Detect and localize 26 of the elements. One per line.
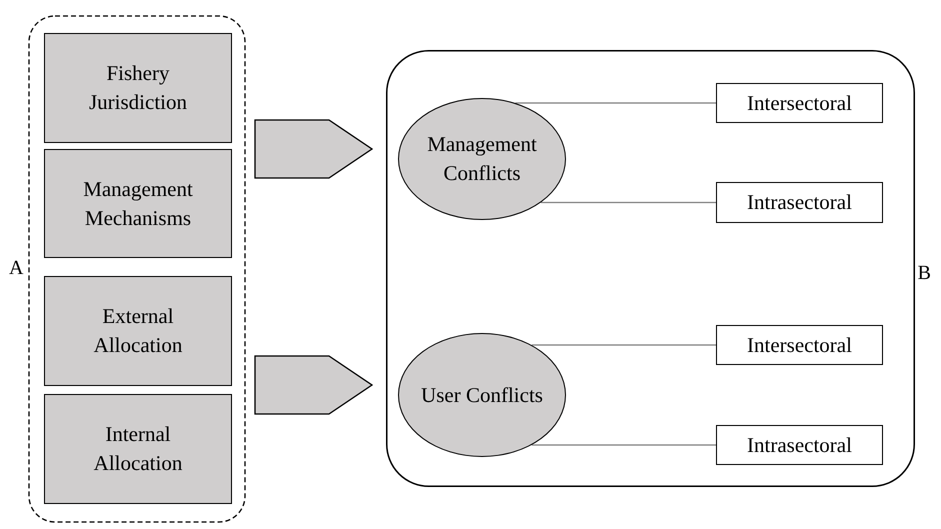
process-box <box>44 149 232 258</box>
category-box <box>716 425 883 465</box>
node-label: External Allocation <box>92 303 184 359</box>
category-box <box>716 182 883 223</box>
category-box <box>716 325 883 365</box>
connector-line <box>532 344 716 346</box>
node-label: Intersectoral <box>747 332 852 358</box>
node-label: Management Mechanisms <box>82 176 194 232</box>
node-label: Intrasectoral <box>747 432 852 458</box>
category-box <box>716 83 883 123</box>
connector-line <box>532 444 716 446</box>
group-label: A <box>9 258 24 278</box>
node-label: Intrasectoral <box>747 189 852 216</box>
connector-line <box>515 102 716 104</box>
process-box <box>44 33 232 143</box>
block-arrow <box>254 119 374 179</box>
node-label: Internal Allocation <box>92 421 184 477</box>
node-label: User Conflicts <box>421 382 543 408</box>
block-arrow <box>254 355 374 415</box>
connector-line <box>540 202 716 204</box>
node-label: Management Conflicts <box>426 131 538 187</box>
node-label: Intersectoral <box>747 90 852 116</box>
node-label: Fishery Jurisdiction <box>88 60 188 116</box>
process-box <box>44 394 232 504</box>
process-box <box>44 276 232 386</box>
group-label: B <box>918 263 931 283</box>
